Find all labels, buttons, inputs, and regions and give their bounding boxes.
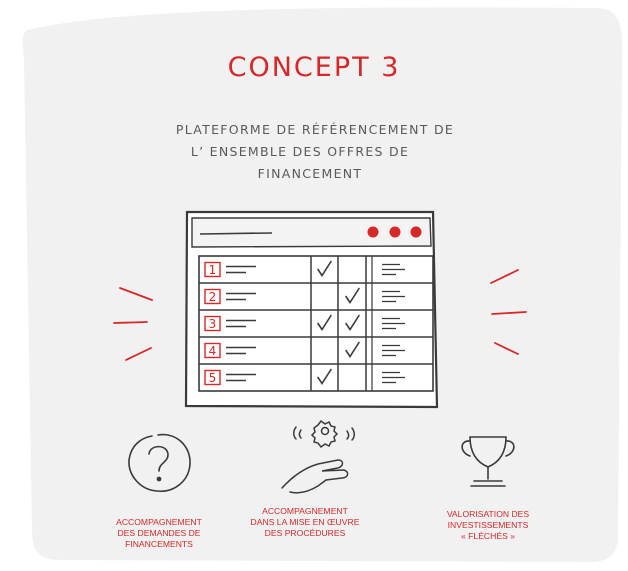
row-number: 1	[209, 263, 217, 277]
radiating-lines-left	[113, 287, 153, 361]
radiating-lines-right	[490, 269, 527, 355]
caption-trophy-line-3: « FLÉCHÉS »	[461, 531, 515, 541]
row-number-box	[204, 261, 221, 278]
subtitle-line-2: L’ ENSEMBLE DES OFFRES DE	[190, 144, 410, 159]
row-number: 2	[209, 290, 217, 304]
check-mark-icon	[317, 368, 332, 385]
browser-window: 1 2 3 4 5	[184, 210, 439, 409]
caption-hand-line-1: ACCOMPAGNEMENT	[262, 506, 348, 516]
caption-question-line-2: DES DEMANDES DE	[117, 528, 201, 538]
caption-question: ACCOMPAGNEMENT DES DEMANDES DE FINANCEME…	[94, 517, 224, 550]
row-number-box	[204, 369, 221, 386]
question-icon	[128, 433, 191, 492]
hand-gear-icon	[281, 419, 355, 494]
caption-trophy-line-2: INVESTISSEMENTS	[447, 520, 529, 530]
caption-question-line-3: FINANCEMENTS	[125, 539, 193, 549]
subtitle-line-3: FINANCEMENT	[257, 166, 363, 181]
row-number-box	[204, 315, 221, 332]
check-mark-icon	[317, 260, 332, 277]
window-dot-3	[410, 226, 422, 238]
row-number-box	[204, 288, 221, 305]
trophy-icon	[461, 436, 515, 487]
row-number-box	[204, 342, 221, 359]
address-bar-line	[199, 232, 273, 235]
caption-trophy: VALORISATION DES INVESTISSEMENTS « FLÉCH…	[425, 509, 551, 542]
row-number: 3	[209, 317, 217, 331]
check-mark-icon	[345, 314, 360, 331]
row-number: 4	[209, 344, 217, 358]
caption-trophy-line-1: VALORISATION DES	[446, 509, 530, 519]
check-mark-icon	[317, 314, 332, 331]
subtitle-line-1: PLATEFORME DE RÉFÉRENCEMENT DE	[175, 122, 455, 137]
window-dot-1	[367, 226, 379, 238]
caption-hand-line-3: DES PROCÉDURES	[264, 528, 346, 538]
row-number: 5	[209, 371, 217, 385]
concept-title: CONCEPT 3	[227, 52, 401, 83]
caption-hand-line-2: DANS LA MISE EN ŒUVRE	[250, 517, 360, 527]
table-frame	[198, 255, 434, 392]
check-mark-icon	[345, 287, 360, 304]
caption-hand: ACCOMPAGNEMENT DANS LA MISE EN ŒUVRE DES…	[235, 506, 375, 539]
caption-question-line-1: ACCOMPAGNEMENT	[116, 517, 202, 527]
window-dot-2	[389, 226, 401, 238]
check-mark-icon	[345, 341, 360, 358]
